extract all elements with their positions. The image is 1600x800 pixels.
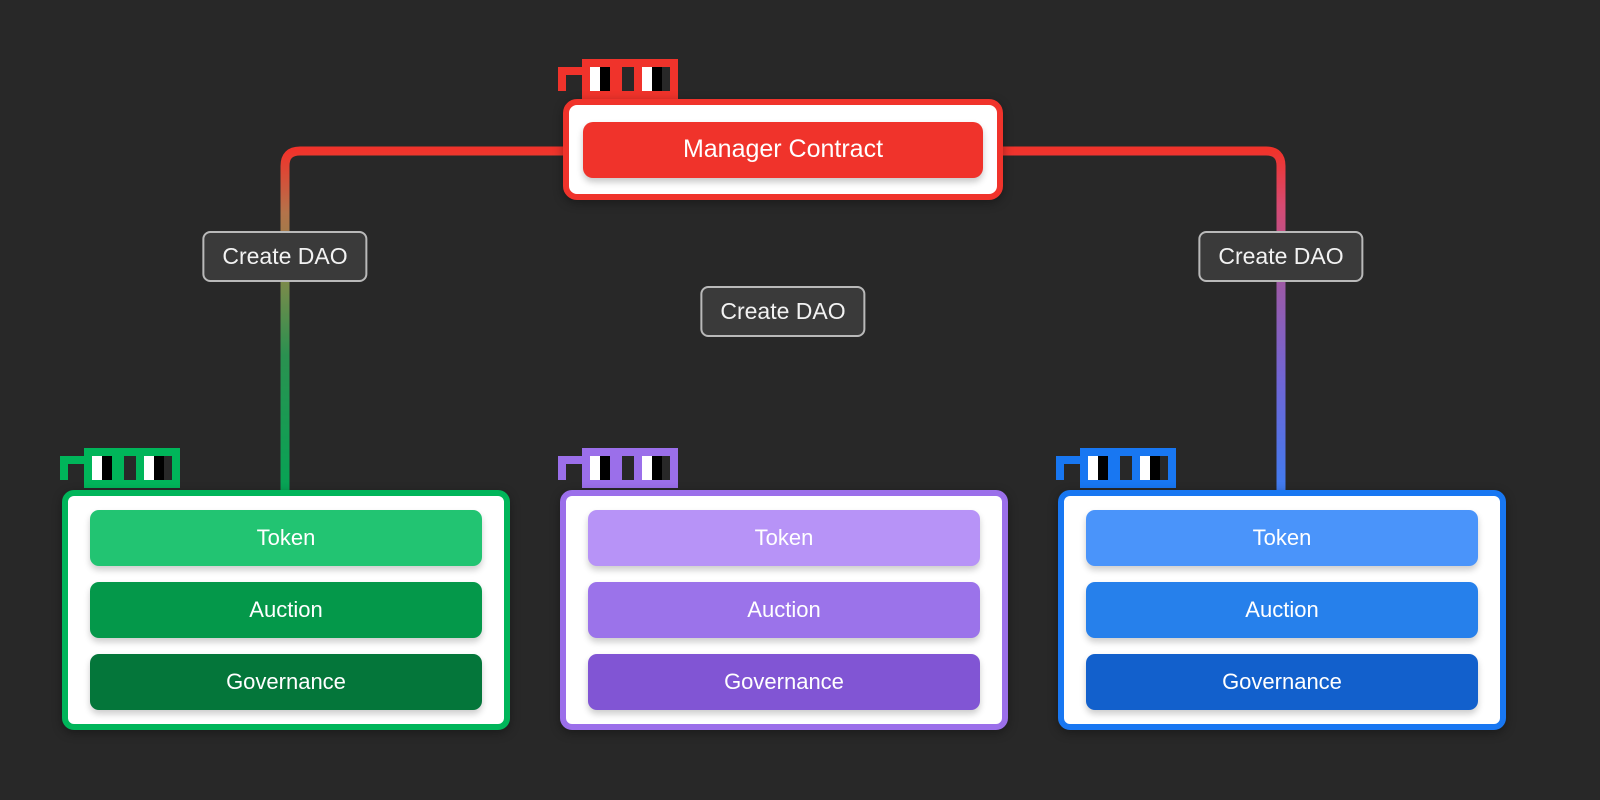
dao-row-auction[interactable]: Auction	[1086, 582, 1478, 638]
edge-label-create-dao-middle: Create DAO	[700, 286, 866, 337]
nouns-noggles-icon-manager	[558, 55, 678, 99]
dao-row-governance[interactable]: Governance	[588, 654, 980, 710]
connector-manager-to-green-dao	[280, 146, 563, 492]
edge-label-create-dao-right: Create DAO	[1198, 231, 1364, 282]
nouns-noggles-icon-purple-dao	[558, 444, 678, 488]
connector-manager-to-blue-dao	[1003, 146, 1286, 492]
dao-row-governance[interactable]: Governance	[1086, 654, 1478, 710]
dao-row-token[interactable]: Token	[90, 510, 482, 566]
dao-row-token[interactable]: Token	[1086, 510, 1478, 566]
manager-contract-label: Manager Contract	[583, 121, 983, 178]
dao-row-auction[interactable]: Auction	[588, 582, 980, 638]
dao-row-token[interactable]: Token	[588, 510, 980, 566]
nouns-noggles-icon-blue-dao	[1056, 444, 1176, 488]
dao-row-auction[interactable]: Auction	[90, 582, 482, 638]
edge-label-create-dao-left: Create DAO	[202, 231, 368, 282]
manager-contract-card[interactable]: Manager Contract	[563, 99, 1003, 200]
dao-card-green[interactable]: Token Auction Governance	[62, 490, 510, 730]
dao-card-purple[interactable]: Token Auction Governance	[560, 490, 1008, 730]
dao-row-governance[interactable]: Governance	[90, 654, 482, 710]
nouns-noggles-icon-green-dao	[60, 444, 180, 488]
dao-card-blue[interactable]: Token Auction Governance	[1058, 490, 1506, 730]
